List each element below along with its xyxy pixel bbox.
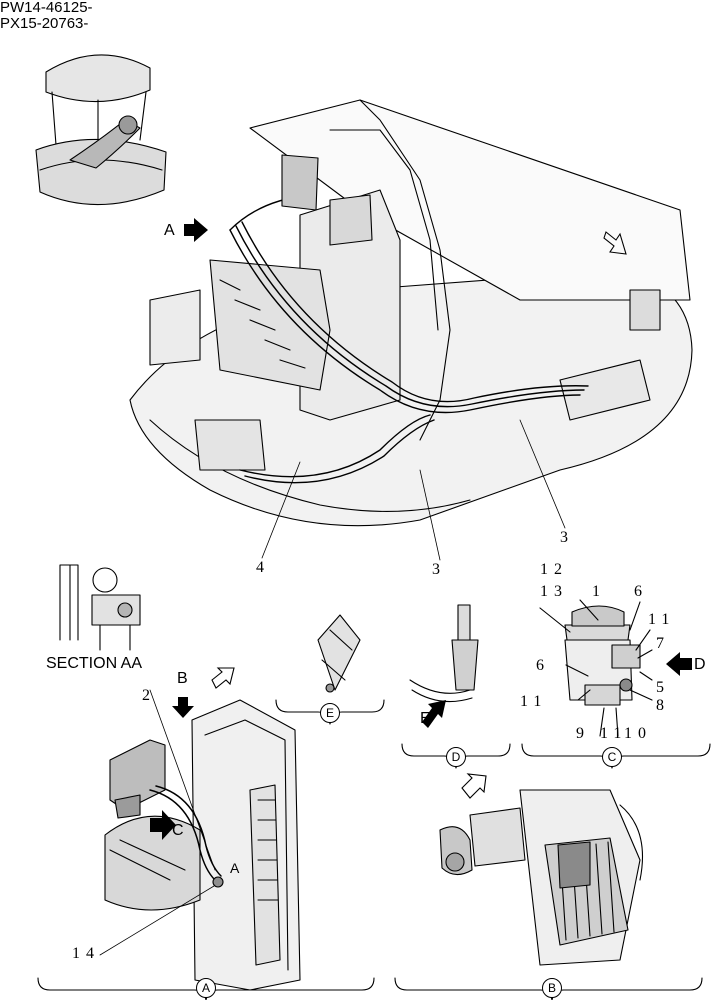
callout-1: 1 — [592, 583, 606, 600]
view-e-label: E — [420, 710, 431, 727]
detail-a-marker: A — [196, 978, 216, 998]
model-range-line-1: PW14-46125- — [0, 0, 93, 16]
detail-d-drawing — [401, 604, 511, 769]
callout-11-bottom: 11 — [600, 725, 628, 742]
callout-9: 9 — [576, 725, 590, 742]
callout-5: 5 — [656, 679, 670, 696]
detail-d-marker: D — [446, 747, 466, 767]
callout-14: 14 — [72, 945, 100, 962]
view-d-label: D — [694, 656, 706, 673]
callout-7: 7 — [656, 635, 670, 652]
view-c-label: C — [172, 822, 184, 839]
view-b-arrow — [172, 697, 194, 718]
view-e-arrow — [422, 700, 446, 728]
callout-10: 10 — [624, 725, 652, 742]
view-a-small-label: A — [230, 860, 240, 876]
callout-2: 2 — [142, 687, 156, 704]
detail-c-marker: C — [602, 747, 622, 767]
view-c-arrow — [150, 810, 176, 840]
machine-thumbnail — [35, 54, 167, 206]
callout-6-left: 6 — [536, 657, 550, 674]
detail-a-drawing — [37, 689, 375, 1000]
view-arrows — [150, 218, 692, 840]
view-b-label: B — [177, 670, 188, 687]
model-range-line-2: PX15-20763- — [0, 15, 89, 32]
section-aa-drawing — [59, 564, 141, 651]
view-d-arrow — [666, 652, 692, 676]
callout-8: 8 — [656, 697, 670, 714]
view-a-label: A — [164, 222, 175, 239]
section-aa-title: SECTION AA — [46, 655, 143, 672]
direction-arrows — [211, 231, 627, 799]
callout-4: 4 — [256, 559, 270, 576]
callout-6-top: 6 — [634, 583, 648, 600]
callout-3-mid: 3 — [432, 561, 446, 578]
detail-e-drawing — [275, 614, 385, 725]
callout-13: 13 — [540, 583, 568, 600]
detail-b-drawing — [394, 789, 703, 1000]
callout-3-top: 3 — [560, 529, 574, 546]
callout-11-right: 11 — [648, 611, 676, 628]
callout-11-left: 11 — [520, 693, 548, 710]
detail-c-drawing — [521, 599, 711, 769]
upper-structure — [129, 99, 693, 527]
detail-e-marker: E — [320, 703, 340, 723]
callout-12: 12 — [540, 561, 568, 578]
view-a-arrow — [184, 218, 208, 242]
detail-b-marker: B — [542, 978, 562, 998]
